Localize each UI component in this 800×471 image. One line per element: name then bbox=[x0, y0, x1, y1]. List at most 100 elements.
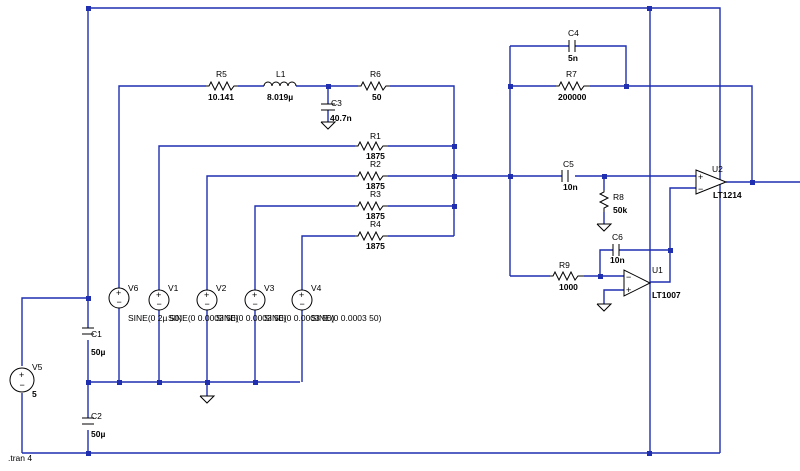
wire-v2 bbox=[206, 175, 355, 382]
svg-text:+: + bbox=[19, 370, 24, 380]
label-c2-value: 50µ bbox=[91, 429, 105, 439]
wire-r7-right bbox=[590, 85, 753, 182]
label-c2-ref: C2 bbox=[91, 411, 102, 421]
label-r5-ref: R5 bbox=[216, 69, 227, 79]
junction-dot bbox=[326, 84, 331, 89]
resistor-r6 bbox=[358, 80, 390, 92]
source-v4: +− bbox=[291, 289, 313, 311]
junction-dot bbox=[157, 380, 162, 385]
wire-top-rail bbox=[87, 7, 721, 453]
svg-text:−: − bbox=[253, 299, 258, 309]
junctions bbox=[86, 6, 755, 456]
label-c5-value: 10n bbox=[563, 182, 578, 192]
svg-text:−: − bbox=[117, 297, 122, 307]
spice-directive: .tran 4 bbox=[8, 453, 32, 463]
svg-text:+: + bbox=[299, 290, 304, 300]
wire-u1-plus bbox=[603, 289, 624, 304]
label-r3-value: 1875 bbox=[366, 211, 385, 221]
wire-v3 bbox=[254, 205, 355, 382]
wire-v4 bbox=[301, 235, 355, 382]
junction-dot bbox=[452, 174, 457, 179]
svg-text:+: + bbox=[204, 290, 209, 300]
label-c4-ref: C4 bbox=[568, 28, 579, 38]
source-v3: +− bbox=[244, 289, 266, 311]
label-u2-ref: U2 bbox=[712, 164, 723, 174]
wire-r6-bus bbox=[390, 85, 455, 236]
label-v2-ref: V2 bbox=[216, 283, 227, 293]
label-r8-value: 50k bbox=[613, 205, 627, 215]
junction-dot bbox=[647, 451, 652, 456]
capacitor-c6 bbox=[612, 244, 620, 256]
label-r3-ref: R3 bbox=[370, 189, 381, 199]
label-r4-value: 1875 bbox=[366, 241, 385, 251]
label-c4-value: 5n bbox=[568, 53, 578, 63]
source-v5: +− bbox=[9, 367, 35, 393]
wire-v6 bbox=[118, 85, 206, 382]
svg-text:−: − bbox=[698, 184, 703, 194]
ground-r8 bbox=[596, 223, 613, 232]
junction-dot bbox=[602, 174, 607, 179]
label-c6-ref: C6 bbox=[612, 232, 623, 242]
label-r4-ref: R4 bbox=[370, 219, 381, 229]
label-v3-sine: SINE(0 0.0003 50) bbox=[264, 313, 335, 323]
capacitor-c2 bbox=[82, 417, 94, 425]
inductor-l1 bbox=[263, 81, 297, 87]
resistor-r7 bbox=[556, 80, 590, 92]
junction-dot bbox=[205, 380, 210, 385]
opamp-u1: −+ bbox=[623, 269, 652, 297]
label-c1-ref: C1 bbox=[91, 329, 102, 339]
label-u1-value: LT1007 bbox=[652, 290, 681, 300]
junction-dot bbox=[253, 380, 258, 385]
resistor-r3 bbox=[355, 200, 388, 212]
label-v4-sine: SINE(0 0.0003 50) bbox=[311, 313, 382, 323]
ground-v2 bbox=[199, 395, 216, 404]
junction-dot bbox=[508, 174, 513, 179]
label-r1-ref: R1 bbox=[370, 131, 381, 141]
label-v5-ref: V5 bbox=[32, 362, 43, 372]
label-r7-ref: R7 bbox=[566, 69, 577, 79]
label-r6-ref: R6 bbox=[370, 69, 381, 79]
resistor-r2 bbox=[355, 170, 388, 182]
label-c6-value: 10n bbox=[610, 255, 625, 265]
resistor-r8 bbox=[598, 190, 610, 212]
wire-c6-left bbox=[599, 249, 613, 276]
ground-u1 bbox=[596, 303, 613, 312]
label-v1-ref: V1 bbox=[168, 283, 179, 293]
junction-dot bbox=[668, 248, 673, 253]
source-v6: +− bbox=[108, 287, 130, 309]
label-l1-ref: L1 bbox=[276, 69, 286, 79]
label-v2-sine: SINE(0 0.0003 50) bbox=[216, 313, 287, 323]
source-v1: +− bbox=[148, 289, 170, 311]
label-v6-sine: SINE(0 2µ 50) bbox=[128, 313, 182, 323]
junction-dot bbox=[117, 380, 122, 385]
svg-text:+: + bbox=[116, 288, 121, 298]
svg-text:−: − bbox=[20, 380, 25, 390]
wire-v1 bbox=[158, 145, 355, 382]
junction-dot bbox=[750, 180, 755, 185]
label-v4-ref: V4 bbox=[311, 283, 322, 293]
source-v2: +− bbox=[196, 289, 218, 311]
label-c3-ref: C3 bbox=[331, 98, 342, 108]
label-c5-ref: C5 bbox=[563, 159, 574, 169]
label-v6-ref: V6 bbox=[128, 283, 139, 293]
capacitor-c1 bbox=[82, 327, 94, 335]
label-v1-sine: SINE(0 0.0003 50) bbox=[168, 313, 239, 323]
label-r8-ref: R8 bbox=[613, 192, 624, 202]
svg-text:−: − bbox=[300, 299, 305, 309]
ground-c3 bbox=[320, 121, 337, 130]
svg-text:+: + bbox=[626, 285, 631, 295]
svg-text:−: − bbox=[157, 299, 162, 309]
label-r6-value: 50 bbox=[372, 92, 382, 102]
label-r7-value: 200000 bbox=[558, 92, 587, 102]
junction-dot bbox=[86, 296, 91, 301]
wire-u1-out bbox=[650, 250, 671, 283]
junction-dot bbox=[86, 380, 91, 385]
junction-dot bbox=[647, 6, 652, 11]
resistor-r5 bbox=[206, 80, 238, 92]
wire-c4-right bbox=[575, 45, 627, 86]
label-r2-value: 1875 bbox=[366, 181, 385, 191]
capacitor-c3 bbox=[321, 103, 335, 111]
label-r5-value: 10.141 bbox=[208, 92, 234, 102]
junction-dot bbox=[86, 6, 91, 11]
